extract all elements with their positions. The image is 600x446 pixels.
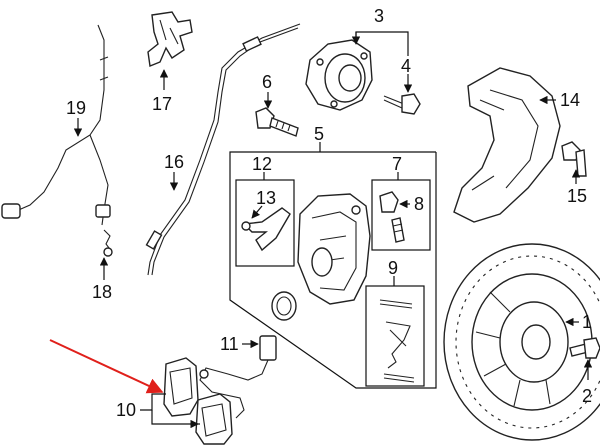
bolt-15 [561, 141, 587, 177]
callout-7: 7 [392, 154, 402, 174]
wear-sensor-11 [199, 335, 277, 419]
callout-8: 8 [414, 194, 424, 214]
bracket-13 [241, 207, 291, 252]
callout-4: 4 [401, 56, 411, 76]
bolt-2 [569, 337, 600, 359]
dust-shield-14 [453, 67, 561, 223]
highlight-arrow [49, 339, 164, 394]
bolt-kit-box-7 [371, 179, 431, 251]
brake-hose-16 [145, 23, 301, 276]
callout-18: 18 [92, 282, 112, 302]
callout-19: 19 [66, 98, 86, 118]
brake-pad-set-10 [163, 357, 233, 445]
callout-15: 15 [567, 186, 587, 206]
callout-6: 6 [262, 72, 272, 92]
callout-1: 1 [582, 312, 592, 332]
callout-5: 5 [314, 124, 324, 144]
callout-2: 2 [582, 386, 592, 406]
bracket-17 [147, 11, 193, 67]
hardware-kit-box-9 [365, 285, 425, 387]
callout-10: 10 [116, 400, 136, 420]
caliper-group-box-5 [229, 151, 437, 389]
caliper-seal-ring [271, 291, 297, 321]
callout-9: 9 [388, 258, 398, 278]
callout-14: 14 [560, 90, 580, 110]
brake-caliper [297, 193, 371, 305]
callout-12: 12 [252, 154, 272, 174]
brake-rotor-1 [443, 243, 600, 441]
hub-bearing-3 [305, 39, 373, 111]
bolt-6 [255, 107, 299, 137]
hardware-kit-9 [379, 299, 415, 383]
speed-sensor-wire-19 [1, 24, 113, 257]
callout-17: 17 [152, 94, 172, 114]
callout-3: 3 [374, 6, 384, 26]
callout-11: 11 [220, 334, 239, 354]
bracket-kit-box-12 [235, 179, 295, 267]
bolt-4 [383, 93, 421, 115]
leader-lines [73, 31, 593, 429]
guide-bolt-8 [379, 191, 405, 243]
callout-16: 16 [164, 152, 184, 172]
callout-13: 13 [256, 188, 276, 208]
